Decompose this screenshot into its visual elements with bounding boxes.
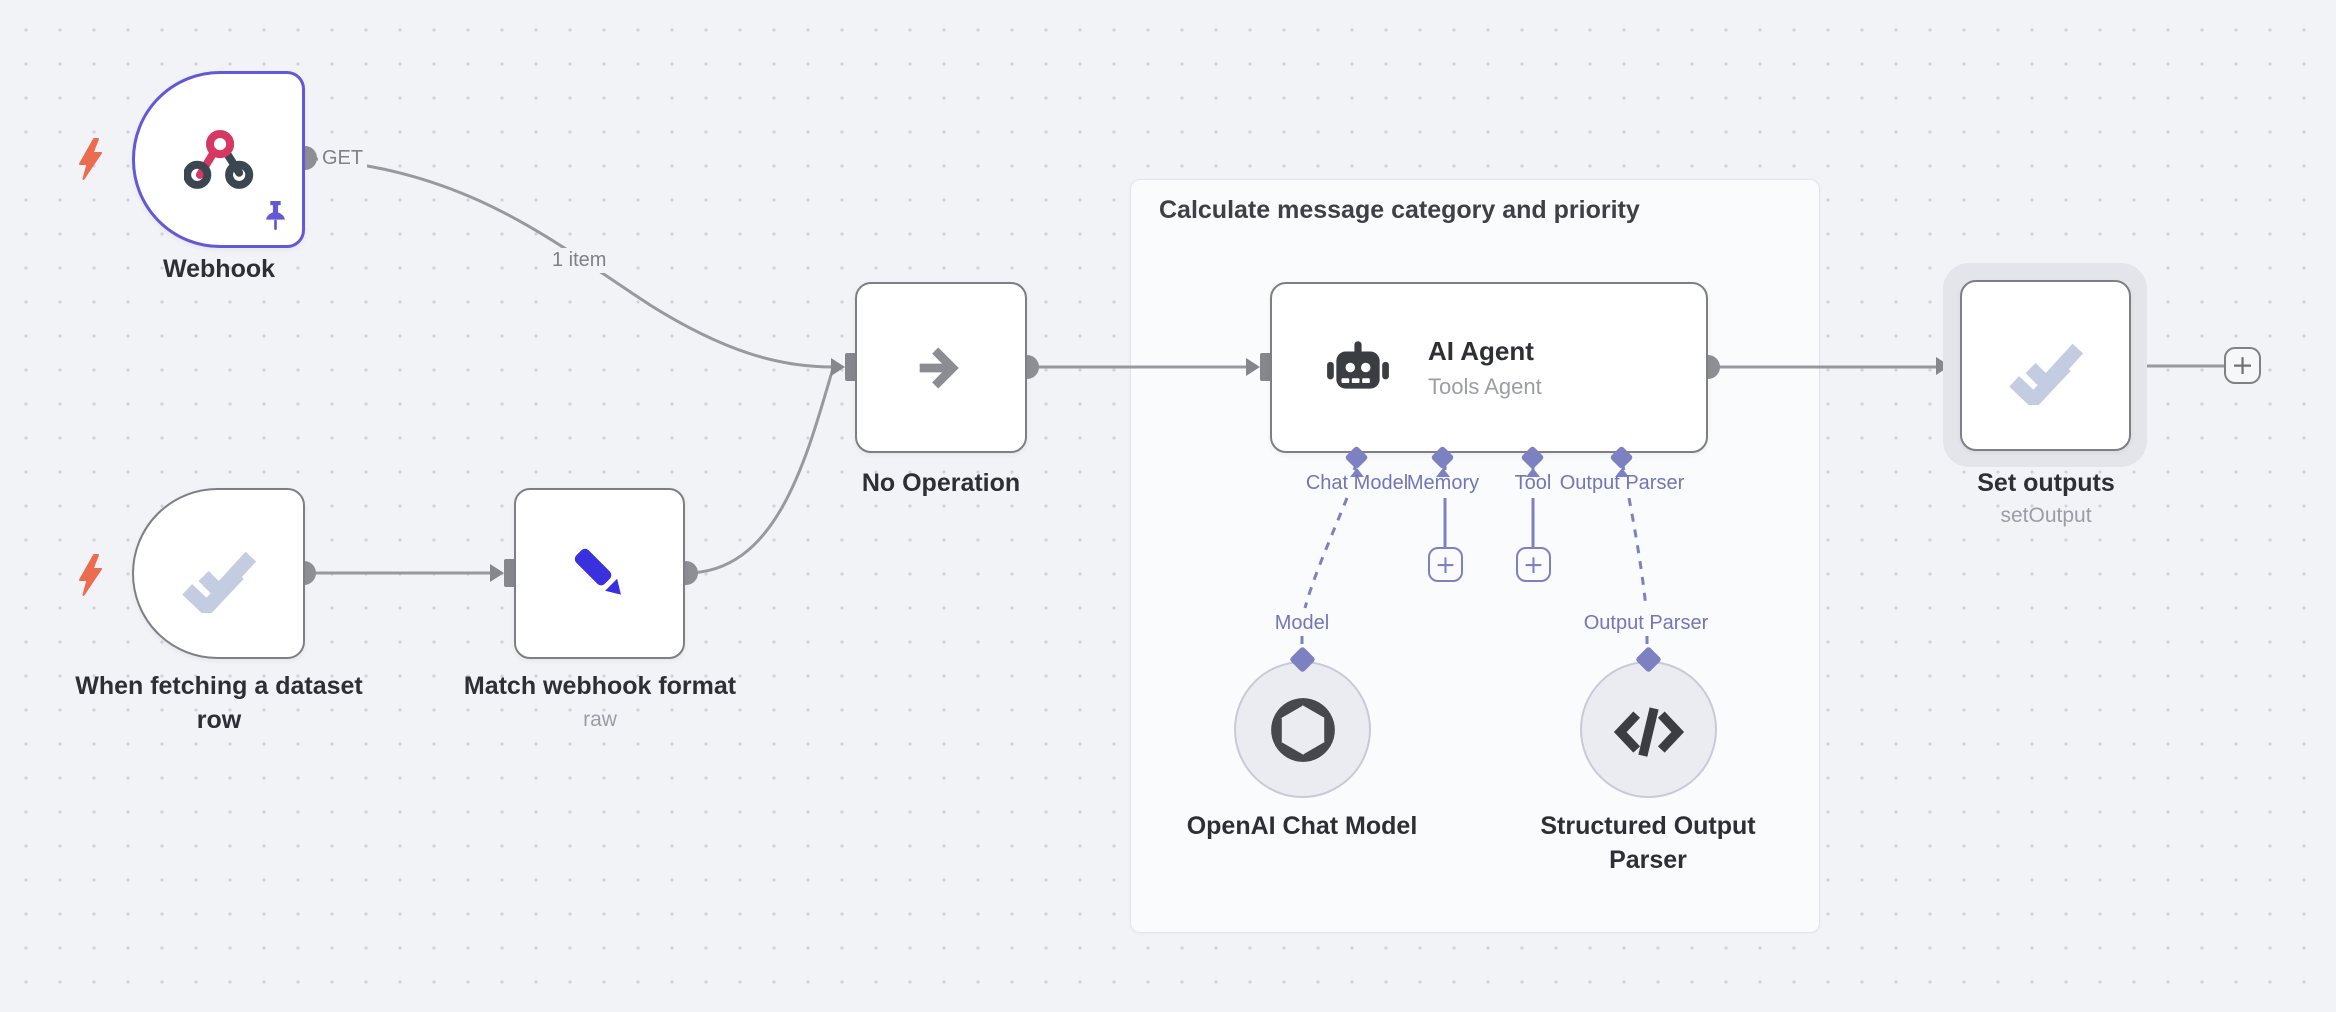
- double-check-icon: [2008, 343, 2083, 405]
- edge-label-1-item: 1 item: [548, 248, 611, 273]
- node-webhook[interactable]: [132, 71, 305, 248]
- code-icon: [1613, 706, 1684, 757]
- pin-icon: [266, 201, 285, 230]
- node-title-dataset-trigger: When fetching a dataset row: [75, 672, 363, 734]
- add-node-button[interactable]: +: [2224, 347, 2261, 384]
- node-subtitle-ai-agent: Tools Agent: [1428, 373, 1542, 399]
- port-notch: [1350, 468, 1364, 477]
- node-openai-chat-model[interactable]: [1234, 661, 1371, 798]
- node-title-set-outputs: Set outputs: [1977, 469, 2115, 497]
- trigger-bolt-icon: [79, 138, 102, 180]
- edge-match-to-noop[interactable]: [685, 367, 835, 575]
- node-ai-agent[interactable]: AI Agent Tools Agent: [1270, 282, 1708, 453]
- node-title-openai: OpenAI Chat Model: [1186, 812, 1418, 840]
- trigger-bolt-icon: [79, 554, 102, 596]
- node-dataset-trigger[interactable]: [132, 488, 305, 659]
- node-title-no-operation: No Operation: [861, 469, 1021, 497]
- connector-label-model: Model: [1274, 612, 1330, 634]
- node-title-structured-parser: Structured Output Parser: [1540, 812, 1756, 874]
- node-set-outputs[interactable]: [1960, 280, 2131, 451]
- group-title: Calculate message category and priority: [1159, 196, 1640, 224]
- add-memory-button[interactable]: +: [1428, 547, 1463, 582]
- webhook-icon: [183, 129, 253, 189]
- double-check-icon: [181, 551, 256, 613]
- node-subtitle-set-outputs: setOutput: [2000, 504, 2092, 527]
- add-tool-button[interactable]: +: [1516, 547, 1551, 582]
- node-no-operation[interactable]: [855, 282, 1027, 453]
- node-title-match-format: Match webhook format: [463, 672, 737, 700]
- node-structured-output-parser[interactable]: [1580, 661, 1717, 798]
- robot-icon: [1327, 340, 1389, 389]
- edge-label-get: GET: [318, 146, 368, 171]
- openai-icon: [1270, 697, 1335, 762]
- port-notch: [1615, 468, 1629, 477]
- port-label-chat-model: Chat Model: [1305, 472, 1409, 494]
- port-label-output-parser: Output Parser: [1559, 472, 1685, 494]
- node-match-webhook-format[interactable]: [514, 488, 685, 659]
- port-notch: [1526, 468, 1540, 477]
- node-title-ai-agent: AI Agent: [1428, 335, 1534, 366]
- port-label-tool: Tool: [1514, 472, 1552, 494]
- pencil-icon: [574, 548, 621, 595]
- port-label-memory: Memory: [1406, 472, 1480, 494]
- connector-label-output-parser: Output Parser: [1583, 612, 1709, 634]
- node-title-webhook: Webhook: [162, 255, 276, 283]
- arrow-right-icon: [919, 346, 959, 389]
- node-subtitle-match-format: raw: [583, 708, 617, 731]
- port-notch: [1436, 468, 1450, 477]
